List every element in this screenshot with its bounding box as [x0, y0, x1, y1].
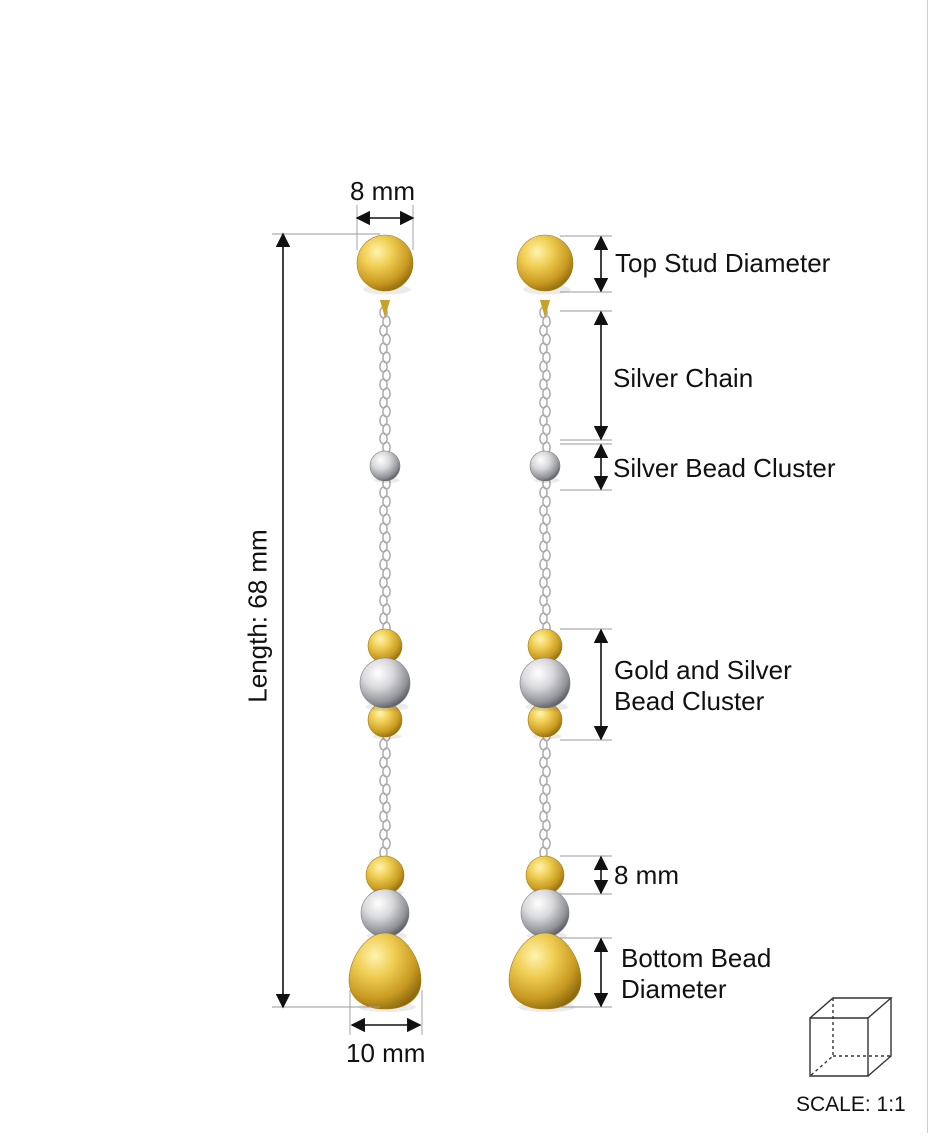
left-earring-lower-silver-bead: [360, 888, 410, 938]
left-earring-silver-bead: [369, 450, 401, 482]
small-bead-label: 8 mm: [614, 860, 679, 890]
right-earring-silver-bead: [529, 450, 561, 482]
right-earring-bottom-drop: [508, 932, 582, 1010]
gold-silver-cluster-label: Gold and Silver Bead Cluster: [614, 655, 792, 717]
gold-silver-cluster-line1: Gold and Silver: [614, 655, 792, 685]
left-earring-top-stud: [356, 234, 414, 292]
scale-cube-icon-edge: [809, 1017, 869, 1077]
left-earring-cluster-silver: [359, 657, 411, 709]
left-earring-stud-post: [380, 300, 390, 318]
left-earring-chain: [379, 306, 391, 940]
silver-chain-label: Silver Chain: [613, 363, 754, 393]
top-stud-label: Top Stud Diameter: [615, 248, 831, 278]
length-label: Length: 68 mm: [242, 529, 273, 703]
bottom-bead-label: Bottom Bead Diameter: [621, 943, 771, 1005]
right-earring-stud-post: [540, 300, 550, 318]
gold-silver-cluster-line2: Bead Cluster: [614, 686, 765, 716]
scale-cube-icon-edge: [809, 998, 834, 1077]
right-earring-cluster-silver: [519, 657, 571, 709]
right-earring-lower-gold-bead: [525, 855, 565, 895]
right-earring-lower-silver-bead: [520, 888, 570, 938]
scale-cube-icon-edge: [809, 997, 893, 1019]
left-earring-bottom-drop: [348, 932, 422, 1010]
right-earring-chain: [539, 306, 551, 940]
bottom-bead-line2: Diameter: [621, 974, 727, 1004]
bottom-width-label: 10 mm: [346, 1038, 426, 1068]
stud-width-label: 8 mm: [350, 176, 415, 206]
scale-cube-icon-edge: [867, 998, 892, 1077]
left-earring-lower-gold-bead: [365, 855, 405, 895]
silver-bead-cluster-label: Silver Bead Cluster: [613, 453, 836, 483]
scale-label: SCALE: 1:1: [796, 1093, 906, 1116]
bottom-bead-line1: Bottom Bead: [621, 943, 772, 973]
right-earring-top-stud: [516, 234, 574, 292]
